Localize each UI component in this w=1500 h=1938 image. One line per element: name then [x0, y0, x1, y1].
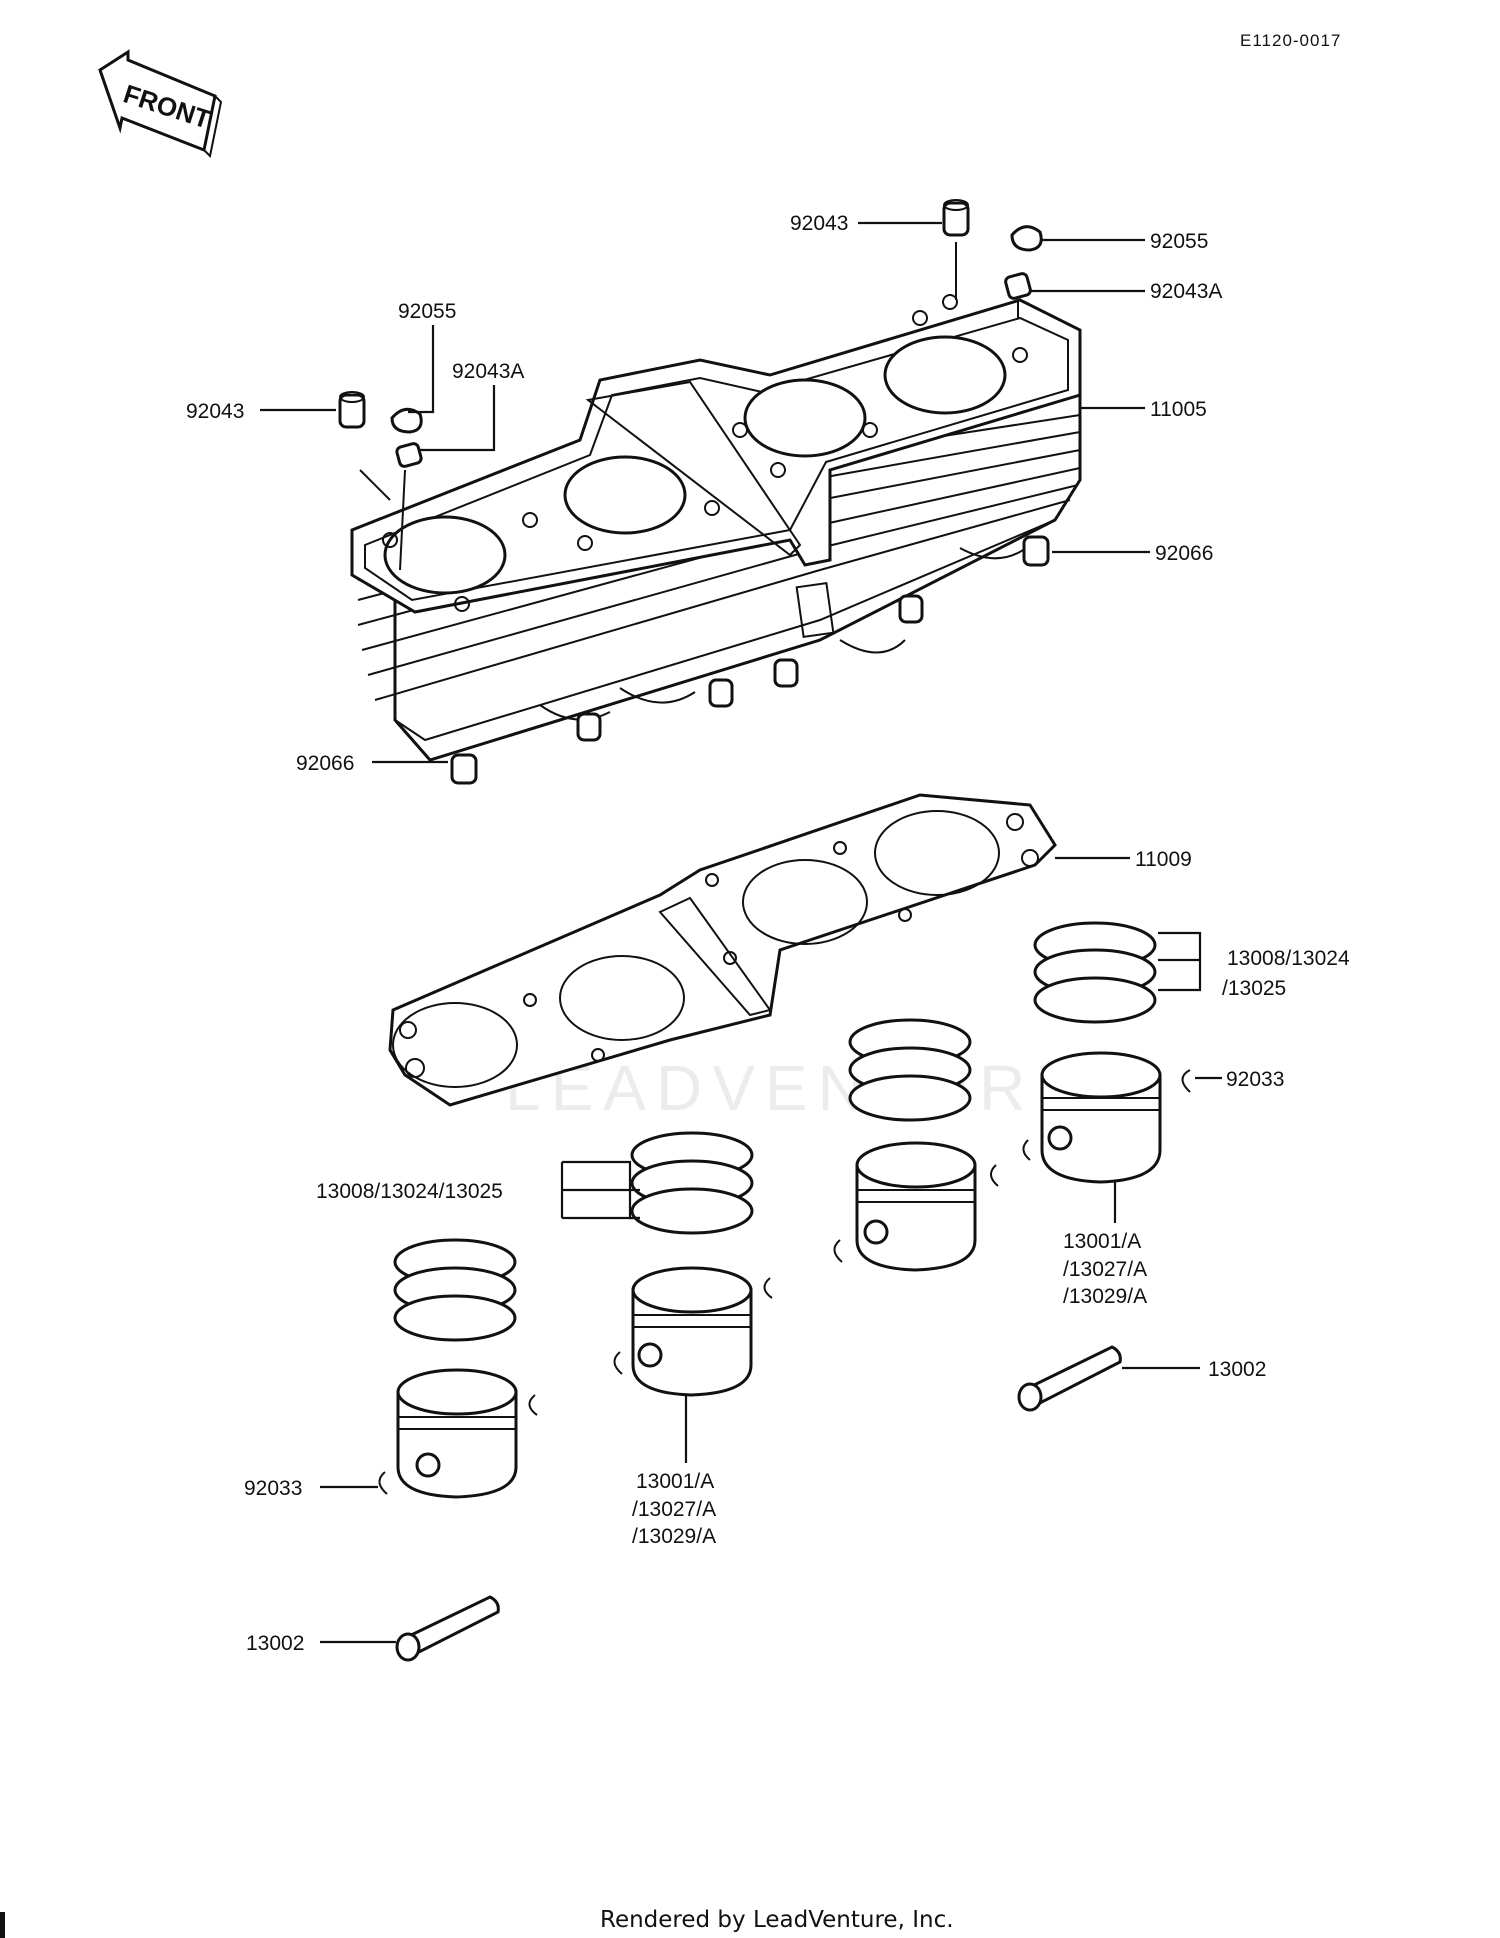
piston-center — [833, 1141, 999, 1272]
callout-11009: 11009 — [1135, 848, 1192, 871]
callout-piston-right-line1: 13001/A — [1063, 1230, 1141, 1253]
leader-lines — [260, 221, 1222, 1644]
callout-92043A-top: 92043A — [1150, 280, 1222, 303]
callout-92043A-left: 92043A — [452, 360, 524, 383]
callout-11005: 11005 — [1150, 398, 1207, 421]
piston-middle — [613, 1266, 773, 1397]
piston-pin-left — [395, 1595, 500, 1662]
callout-13002-right: 13002 — [1208, 1358, 1266, 1381]
callout-piston-right-line2: /13027/A — [1063, 1258, 1147, 1281]
callout-92033-right: 92033 — [1226, 1068, 1284, 1091]
callout-piston-right-line3: /13029/A — [1063, 1285, 1147, 1308]
callout-92043-left: 92043 — [186, 400, 244, 423]
callout-92055-top: 92055 — [1150, 230, 1208, 253]
washer-92055-top — [1010, 225, 1043, 252]
cylinder-gasket — [388, 793, 1057, 1107]
callout-piston-mid-line1: 13001/A — [636, 1470, 714, 1493]
piston-pin-right — [1017, 1345, 1122, 1412]
piston-rings-set-right — [1033, 921, 1157, 1024]
dowel-92043-left — [338, 391, 391, 501]
callout-rings-right-line1: 13008/13024 — [1227, 947, 1350, 970]
cylinder-block — [350, 294, 1082, 762]
piston-rings-set-left — [393, 1238, 517, 1342]
washer-92055-left — [390, 407, 423, 434]
callout-piston-mid-line3: /13029/A — [632, 1525, 716, 1548]
nut-92043A-top — [1004, 272, 1032, 318]
piston-left — [378, 1368, 538, 1499]
dowel-92043-top — [942, 199, 970, 300]
dowels-92066 — [450, 535, 1050, 785]
piston-rings-set-center — [848, 1018, 972, 1122]
callout-rings-right-line2: /13025 — [1222, 977, 1286, 1000]
callout-13002-left: 13002 — [246, 1632, 304, 1655]
piston-right — [1022, 1051, 1191, 1184]
callout-92055-left: 92055 — [398, 300, 456, 323]
piston-rings-set-middle — [630, 1131, 754, 1235]
callout-92033-left: 92033 — [244, 1477, 302, 1500]
nut-92043A-left — [395, 442, 423, 571]
callout-92066-right: 92066 — [1155, 542, 1213, 565]
callout-rings-left: 13008/13024/13025 — [316, 1180, 503, 1203]
watermark: LEADVENTURE — [505, 1052, 1088, 1124]
diagram-code: E1120-0017 — [1240, 31, 1341, 50]
callout-piston-mid-line2: /13027/A — [632, 1498, 716, 1521]
footer-credit: Rendered by LeadVenture, Inc. — [600, 1907, 954, 1933]
callout-92066-bottom: 92066 — [296, 752, 354, 775]
margin-mark — [0, 1912, 5, 1938]
callout-92043-top: 92043 — [790, 212, 848, 235]
front-arrow-icon: FRONT — [98, 49, 223, 159]
